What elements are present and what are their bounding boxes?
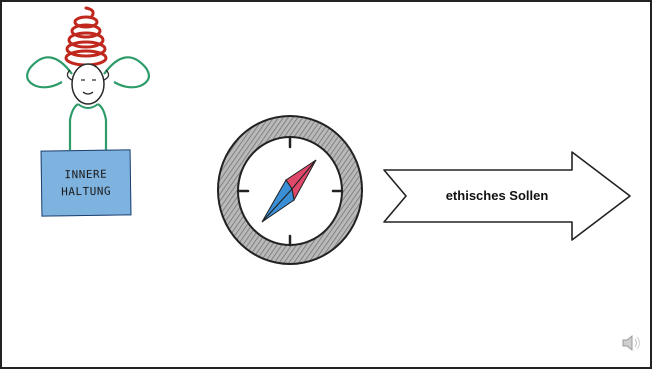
arrow-label: ethisches Sollen xyxy=(445,188,549,203)
spiral-icon xyxy=(64,6,108,67)
sign-line-1: INNERE xyxy=(64,167,108,182)
sign-line-2: HALTUNG xyxy=(61,184,112,199)
compass-icon xyxy=(217,115,363,265)
person-figure-icon xyxy=(26,6,150,150)
inner-attitude-sign: INNERE HALTUNG xyxy=(40,149,132,217)
right-arrow-icon xyxy=(383,151,631,241)
speaker-icon[interactable] xyxy=(621,334,641,352)
